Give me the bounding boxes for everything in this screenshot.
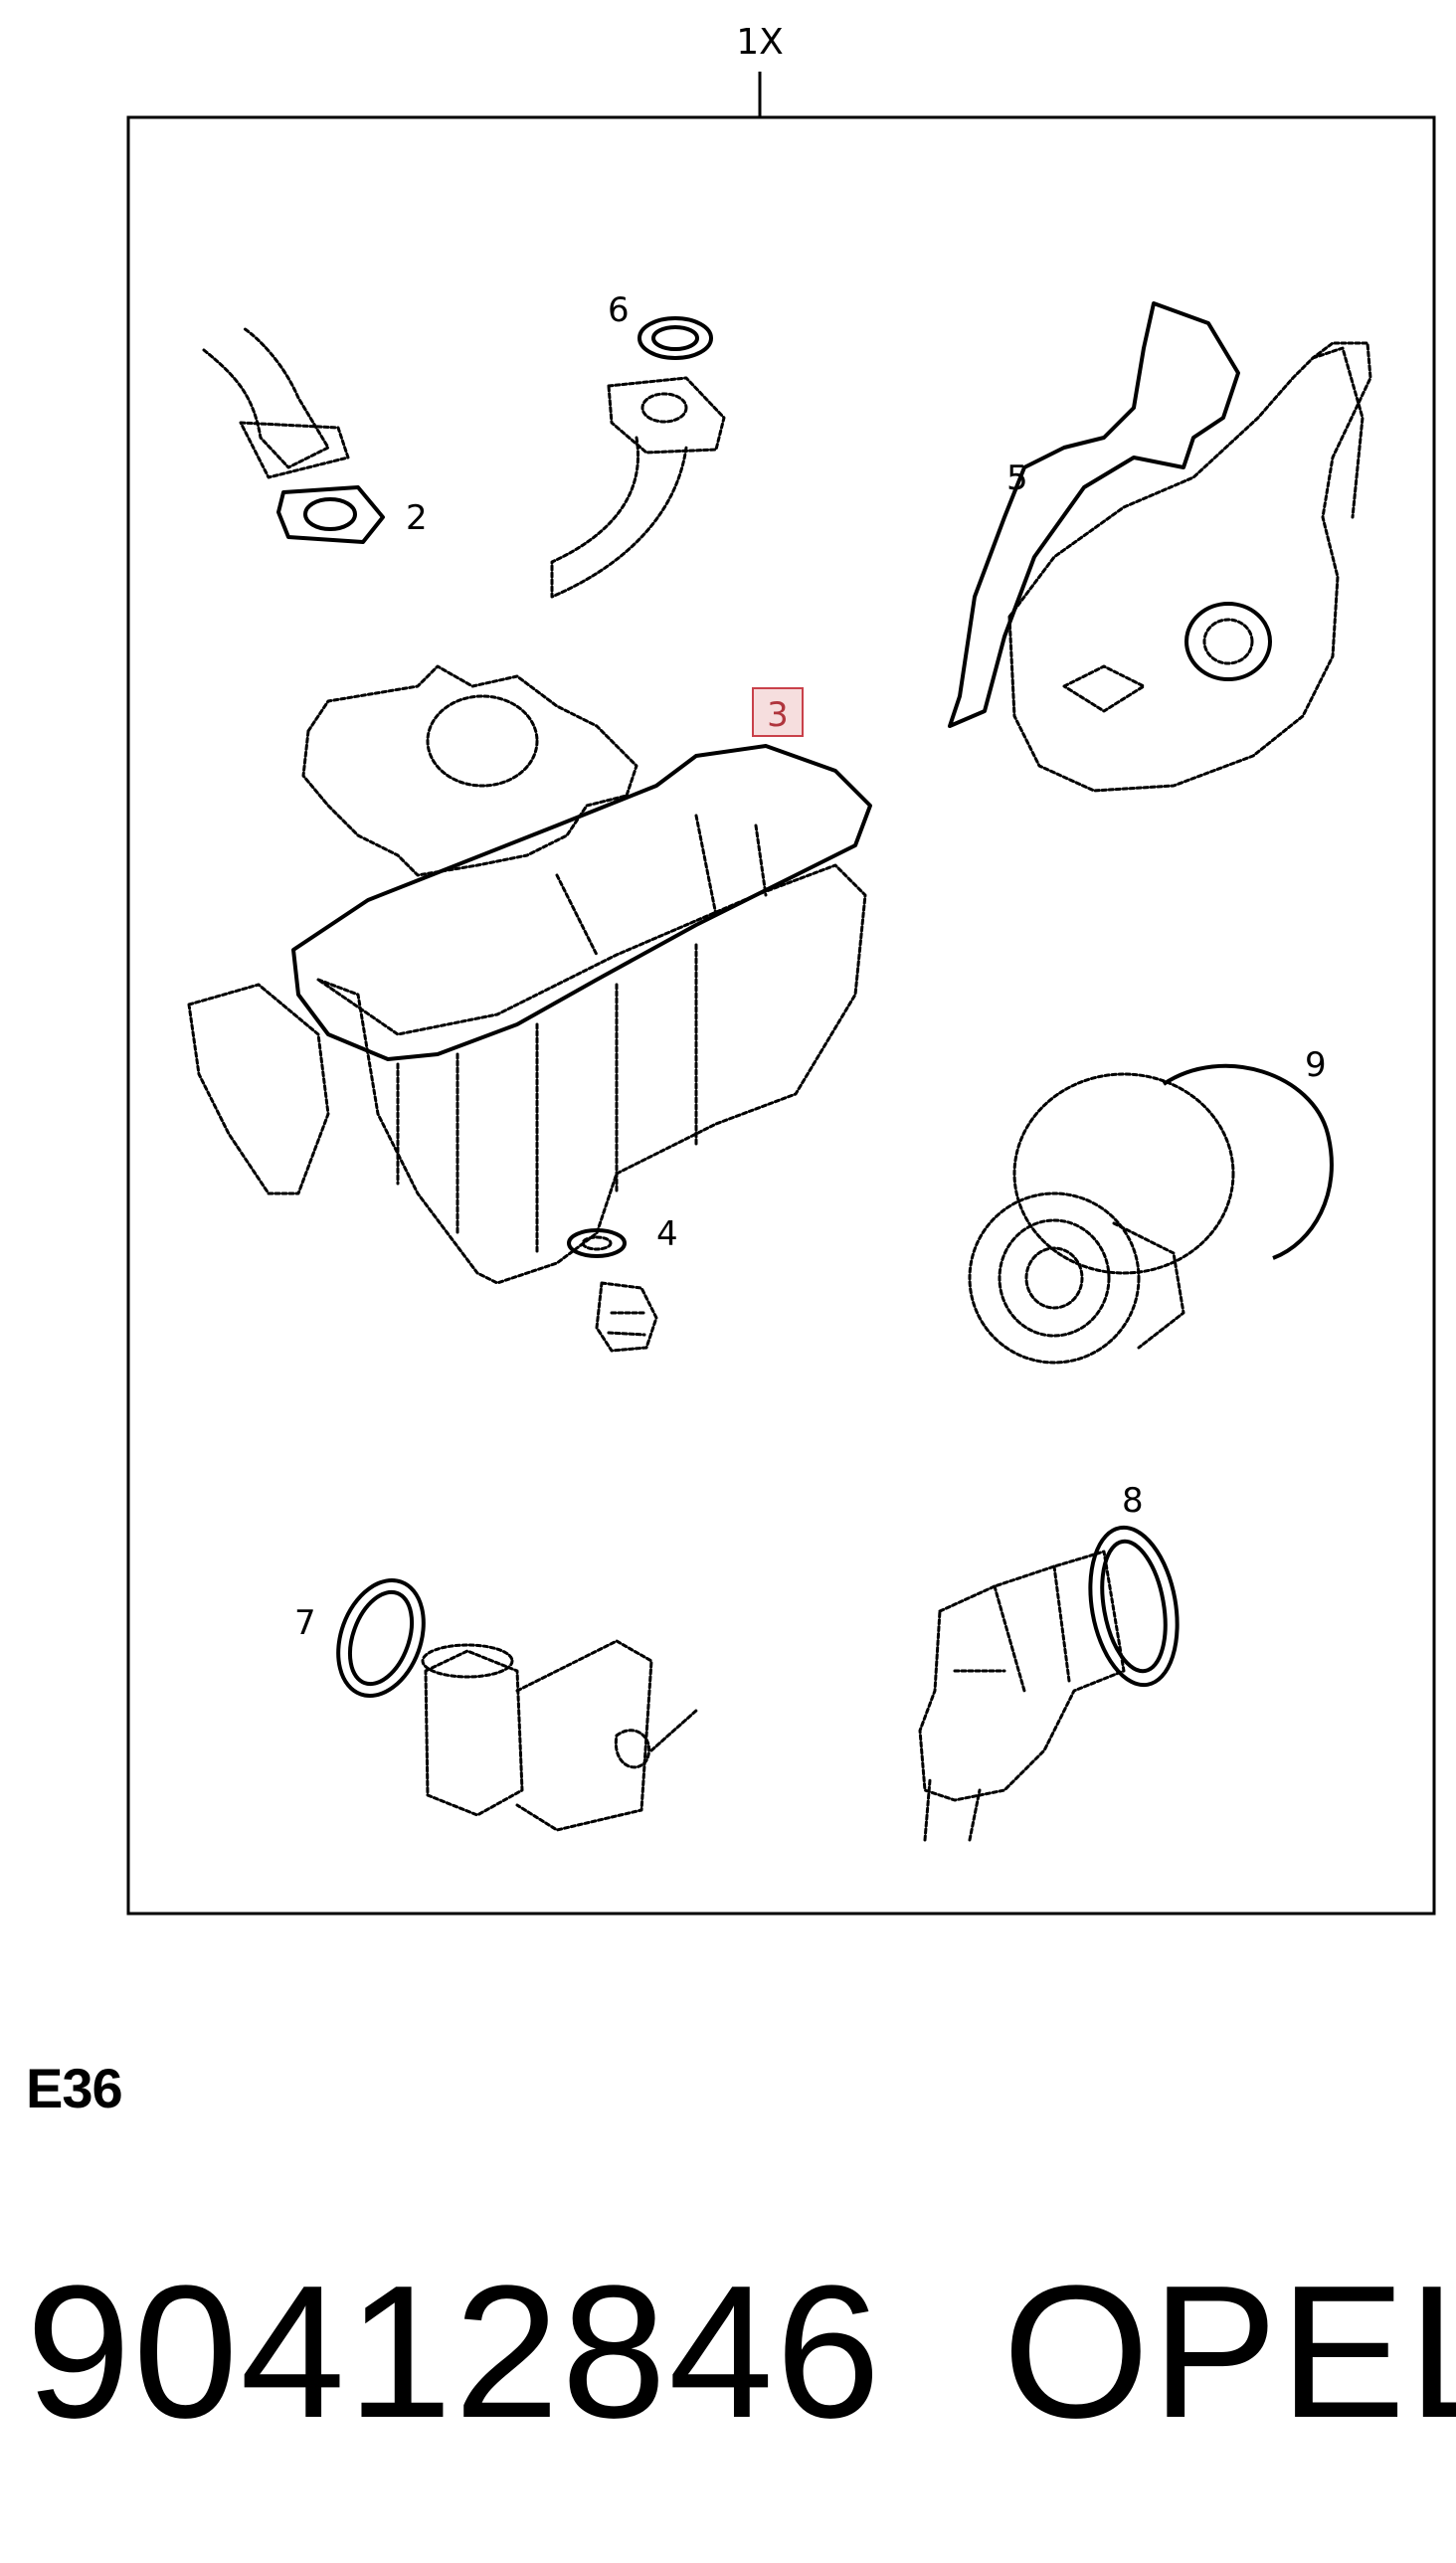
part-8-crankshaft-rear-seal[interactable]: 8 [918,1481,1188,1842]
callout-4: 4 [656,1214,678,1254]
part-7-thermostat-seal[interactable]: 7 [294,1568,698,1832]
callout-5: 5 [1006,458,1028,498]
callout-6: 6 [608,290,630,330]
callout-9: 9 [1305,1045,1327,1085]
brand-name: OPEL [1002,2247,1456,2458]
kit-frame [126,115,1436,1916]
part-4-drain-plug-seal[interactable]: 4 [567,1214,678,1353]
part-9-water-pump-oring[interactable]: 9 [968,1045,1334,1365]
callout-8: 8 [1122,1481,1144,1521]
highlight-box-3 [752,687,804,737]
exploded-parts-diagram: 1X 2 6 5 3 [126,22,1436,1916]
part-number: 90412846 [26,2247,883,2458]
quantity-label: 1X [736,22,784,63]
callout-2: 2 [406,498,428,538]
part-5-front-cover-gasket[interactable]: 5 [948,301,1372,793]
section-code: E36 [26,2057,123,2119]
part-3-oil-pan-gasket[interactable]: 3 [187,664,872,1285]
callout-7: 7 [294,1603,316,1643]
callout-3: 3 [767,695,789,735]
part-6-oil-pickup-seal[interactable]: 6 [550,290,726,599]
part-2-oil-pipe-gasket[interactable]: 2 [202,326,428,544]
